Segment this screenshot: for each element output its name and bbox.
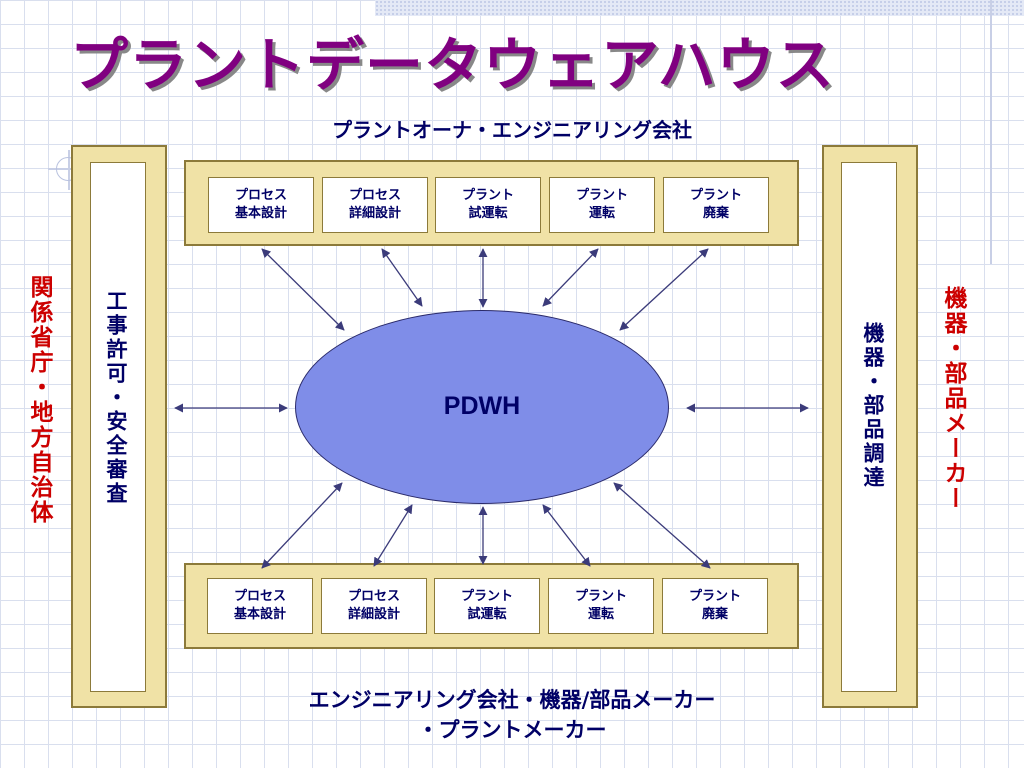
stage-line2: 基本設計 — [233, 607, 286, 622]
arrow-top-2 — [381, 248, 423, 307]
bottom-label-line2: ・プラントメーカー — [417, 718, 607, 742]
right-column-label: 機器・部品調達 — [861, 322, 885, 490]
left-column-inner — [90, 162, 146, 692]
top-label: プラントオーナ・エンジニアリング会社 — [332, 118, 692, 142]
right-decorative-line — [990, 0, 992, 264]
bottom-stage-plant-trial-run: プラント 試運転 — [434, 578, 540, 634]
arrow-bottom-4 — [542, 504, 591, 567]
bottom-stage-process-basic-design: プロセス 基本設計 — [207, 578, 313, 634]
stage-line1: プロセス — [347, 589, 400, 605]
arrow-top-5 — [619, 248, 709, 331]
stage-line1: プロセス — [348, 188, 401, 204]
stage-line1: プロセス — [233, 589, 286, 605]
arrow-top-4 — [542, 248, 599, 307]
stage-line2: 廃棄 — [701, 607, 728, 622]
arrow-bottom-5 — [613, 482, 711, 569]
stage-line2: 運転 — [587, 607, 614, 622]
stage-line1: プラント — [689, 188, 742, 204]
bottom-stage-process-detail-design: プロセス 詳細設計 — [321, 578, 427, 634]
bottom-stage-plant-disposal: プラント 廃棄 — [662, 578, 768, 634]
stage-line1: プラント — [460, 589, 513, 605]
stage-line1: プラント — [575, 188, 628, 204]
top-decorative-band — [375, 0, 1024, 16]
stage-line2: 基本設計 — [234, 206, 287, 221]
stage-line2: 運転 — [588, 206, 615, 221]
page-title: プラントデータウェアハウス — [70, 31, 835, 99]
arrow-bottom-1 — [261, 482, 343, 569]
stage-line1: プロセス — [234, 188, 287, 204]
arrow-bottom-2 — [373, 504, 413, 567]
stage-line1: プラント — [574, 589, 627, 605]
top-stage-process-detail-design: プロセス 詳細設計 — [322, 177, 428, 233]
right-column-inner — [841, 162, 897, 692]
pdwh-ellipse — [295, 310, 669, 504]
bottom-label-line1: エンジニアリング会社・機器/部品メーカー — [308, 688, 716, 712]
pdwh-label: PDWH — [443, 392, 521, 420]
stage-line2: 廃棄 — [702, 206, 729, 221]
stage-line2: 詳細設計 — [348, 206, 401, 221]
top-stage-plant-operation: プラント 運転 — [549, 177, 655, 233]
top-stage-plant-disposal: プラント 廃棄 — [663, 177, 769, 233]
right-outer-label: 機器・部品メーカー — [940, 286, 966, 511]
top-stage-process-basic-design: プロセス 基本設計 — [208, 177, 314, 233]
left-outer-label: 関係省庁・地方自治体 — [26, 275, 52, 525]
stage-line1: プラント — [688, 589, 741, 605]
stage-line2: 詳細設計 — [347, 607, 400, 622]
bottom-stage-plant-operation: プラント 運転 — [548, 578, 654, 634]
stage-line2: 試運転 — [468, 206, 508, 221]
left-column-label: 工事許可・安全審査 — [104, 290, 128, 506]
stage-line2: 試運転 — [467, 607, 507, 622]
stage-line1: プラント — [461, 188, 514, 204]
top-stage-plant-trial-run: プラント 試運転 — [435, 177, 541, 233]
arrow-top-1 — [261, 248, 345, 331]
